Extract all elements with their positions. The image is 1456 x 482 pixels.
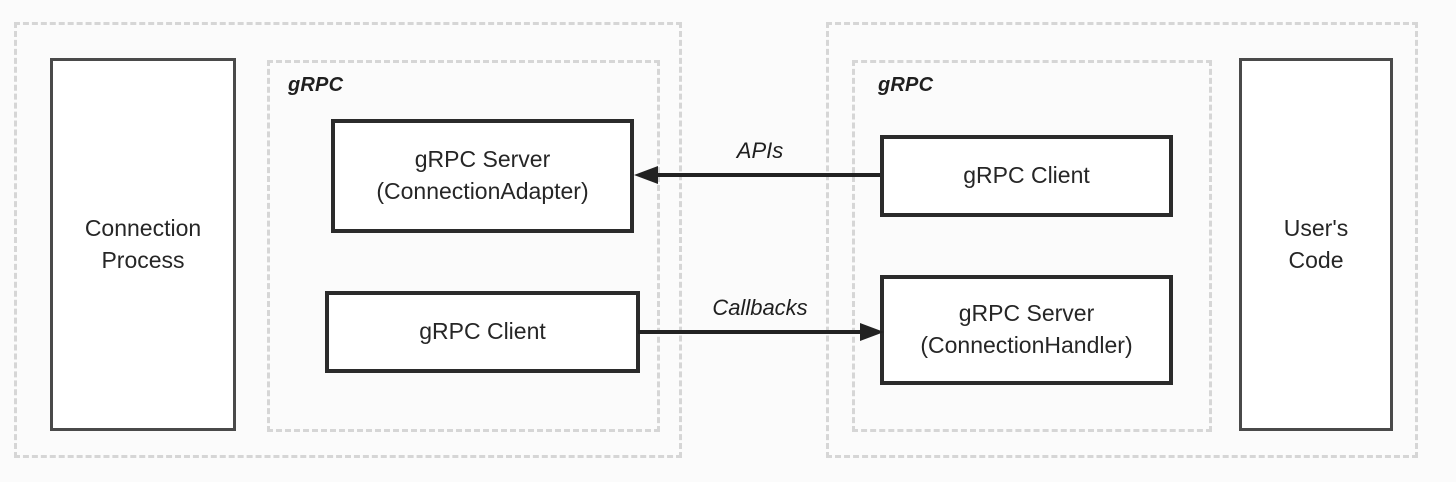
node-users-code[interactable]: User's Code — [1239, 58, 1393, 431]
apis-arrow — [634, 166, 880, 184]
node-grpc-server-connection-adapter[interactable]: gRPC Server (ConnectionAdapter) — [331, 119, 634, 233]
right-grpc-group-label: gRPC — [878, 74, 934, 96]
apis-edge-label: APIs — [736, 138, 784, 163]
node-connection-process-label: Connection Process — [84, 214, 202, 273]
node-grpc-server-connection-handler[interactable]: gRPC Server (ConnectionHandler) — [880, 275, 1173, 385]
group-user-code-boundary — [826, 22, 1418, 458]
node-grpc-server-connection-handler-label: gRPC Server (ConnectionHandler) — [920, 300, 1133, 358]
callbacks-arrow — [638, 323, 884, 341]
group-right-grpc-boundary — [852, 60, 1212, 432]
callbacks-edge-label: Callbacks — [712, 295, 808, 320]
node-grpc-client-left-label: gRPC Client — [419, 318, 546, 345]
node-grpc-client-left[interactable]: gRPC Client — [325, 291, 640, 373]
node-grpc-client-right[interactable]: gRPC Client — [880, 135, 1173, 217]
group-connection-process-boundary — [14, 22, 682, 458]
node-grpc-server-connection-adapter-label: gRPC Server (ConnectionAdapter) — [376, 146, 589, 204]
left-grpc-group-label: gRPC — [288, 74, 344, 96]
node-grpc-client-right-label: gRPC Client — [963, 162, 1090, 189]
node-users-code-label: User's Code — [1283, 214, 1349, 273]
group-left-grpc-boundary — [267, 60, 660, 432]
node-connection-process[interactable]: Connection Process — [50, 58, 236, 431]
